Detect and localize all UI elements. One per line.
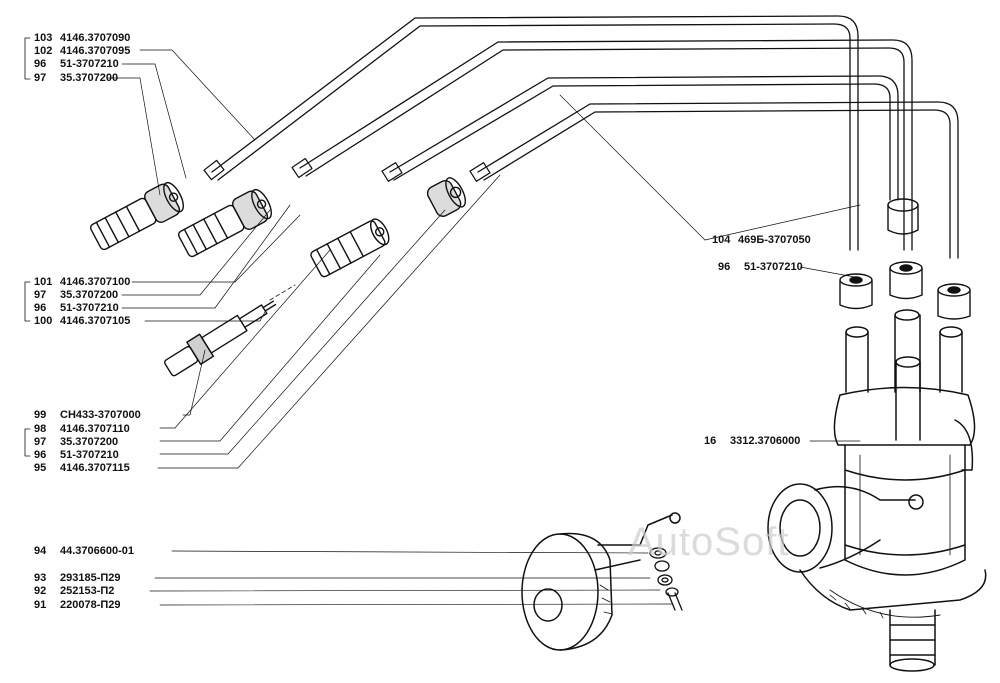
part-number: 96 <box>34 449 47 461</box>
part-number: 95 <box>34 462 47 474</box>
part-code: 4146.3707110 <box>60 423 130 435</box>
spark-plug-boots <box>89 177 467 278</box>
part-number: 101 <box>34 276 53 288</box>
spark-plug <box>164 284 296 377</box>
part-label: 98 4146.3707110 <box>34 423 130 435</box>
part-label: 103 4146.3707090 <box>34 32 130 44</box>
part-label: 92 252153-П2 <box>34 585 114 597</box>
part-code: 252153-П2 <box>60 585 115 597</box>
distributor-caps <box>839 198 971 320</box>
part-label: 97 35.3707200 <box>34 289 118 301</box>
part-code: 3312.3706000 <box>730 435 801 447</box>
part-code: 35.3707200 <box>60 289 119 301</box>
part-code: 4146.3707115 <box>60 462 130 474</box>
part-label: 96 51-3707210 <box>34 302 119 314</box>
part-code: 51-3707210 <box>60 449 119 461</box>
ht-cables <box>211 15 959 259</box>
part-number: 97 <box>34 72 47 84</box>
part-code: 293185-П29 <box>60 572 121 584</box>
part-code: 4146.3707090 <box>60 32 131 44</box>
part-code: 51-3707210 <box>60 302 119 314</box>
part-label: 96 51-3707210 <box>718 261 803 273</box>
part-code: 469Б-3707050 <box>738 234 811 246</box>
part-label: 96 51-3707210 <box>34 449 119 461</box>
fasteners <box>649 547 683 611</box>
watermark: AutoSoft <box>628 520 790 564</box>
leader-lines <box>107 49 861 606</box>
part-label: 91 220078-П29 <box>34 599 121 611</box>
part-number: 92 <box>34 585 47 597</box>
part-label: 102 4146.3707095 <box>34 45 130 57</box>
part-code: 4146.3707105 <box>60 315 131 327</box>
part-label: 101 4146.3707100 <box>34 276 130 288</box>
part-number: 96 <box>34 58 47 70</box>
part-label: 99 СН433-3707000 <box>34 409 141 421</box>
part-number: 93 <box>34 572 47 584</box>
part-number: 104 <box>712 234 731 246</box>
distributor <box>767 309 987 672</box>
part-code: СН433-3707000 <box>60 409 141 421</box>
part-number: 100 <box>34 315 53 327</box>
part-label: 94 44.3706600-01 <box>34 545 134 557</box>
part-number: 102 <box>34 45 53 57</box>
part-code: 35.3707200 <box>60 72 119 84</box>
part-number: 99 <box>34 409 47 421</box>
part-number: 103 <box>34 32 53 44</box>
part-number: 98 <box>34 423 47 435</box>
cable-tips <box>203 157 491 182</box>
part-code: 51-3707210 <box>744 261 803 273</box>
part-label: 96 51-3707210 <box>34 58 119 70</box>
part-label: 104 469Б-3707050 <box>712 234 811 246</box>
part-code: 35.3707200 <box>60 436 119 448</box>
part-code: 51-3707210 <box>60 58 119 70</box>
part-number: 94 <box>34 545 47 557</box>
part-label: 100 4146.3707105 <box>34 315 130 327</box>
label-brackets <box>24 37 31 457</box>
part-label: 97 35.3707200 <box>34 436 118 448</box>
part-label: 95 4146.3707115 <box>34 462 130 474</box>
part-number: 97 <box>34 289 47 301</box>
part-code: 4146.3707100 <box>60 276 131 288</box>
part-code: 4146.3707095 <box>60 45 131 57</box>
part-code: 44.3706600-01 <box>60 545 135 557</box>
part-label: 97 35.3707200 <box>34 72 118 84</box>
part-number: 96 <box>34 302 47 314</box>
part-number: 96 <box>718 261 731 273</box>
part-number: 91 <box>34 599 47 611</box>
part-number: 97 <box>34 436 47 448</box>
part-label: 93 293185-П29 <box>34 572 121 584</box>
part-label: 16 3312.3706000 <box>704 435 800 447</box>
part-number: 16 <box>704 435 717 447</box>
part-code: 220078-П29 <box>60 599 121 611</box>
vacuum-regulator <box>521 512 681 651</box>
